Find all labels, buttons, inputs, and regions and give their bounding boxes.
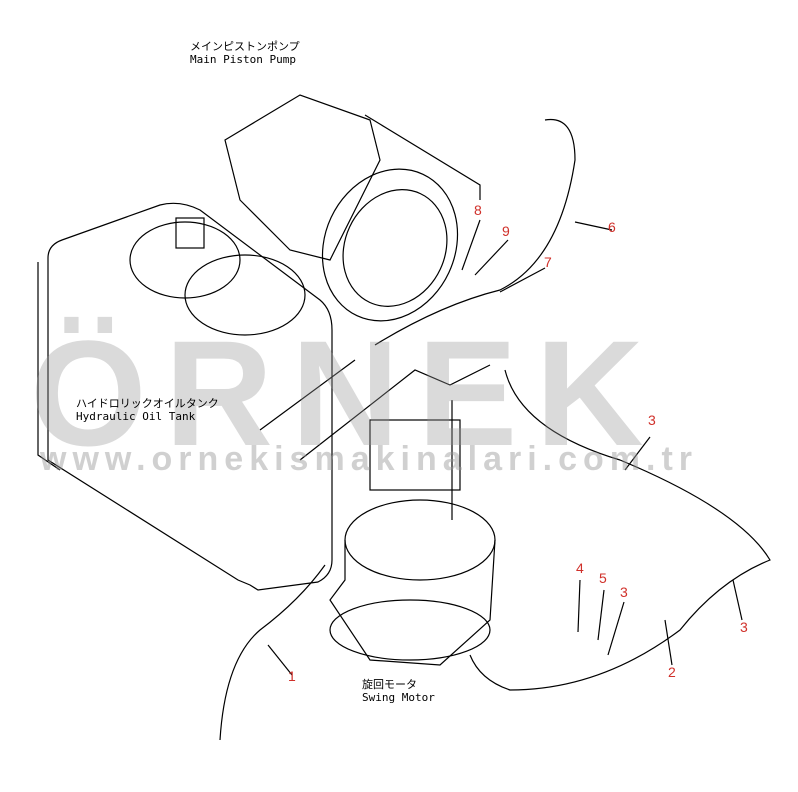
swing-motor bbox=[329, 400, 496, 666]
callout-2: 2 bbox=[668, 664, 676, 680]
callout-8: 8 bbox=[474, 202, 482, 218]
callout-9: 9 bbox=[502, 223, 510, 239]
hose-2 bbox=[469, 369, 771, 691]
hydraulic-oil-tank bbox=[37, 202, 333, 591]
callout-3: 3 bbox=[648, 412, 656, 428]
watermark-url: www.ornekismakinalari.com.tr bbox=[40, 440, 699, 478]
main-piston-pump bbox=[224, 94, 481, 322]
motor-label-en: Swing Motor bbox=[362, 691, 435, 704]
callout-3: 3 bbox=[740, 619, 748, 635]
leader-lines bbox=[259, 219, 743, 676]
motor-label: 旋回モータ Swing Motor bbox=[362, 678, 435, 704]
hose-6 bbox=[374, 118, 576, 346]
motor-label-jp: 旋回モータ bbox=[362, 678, 417, 691]
callout-4: 4 bbox=[576, 560, 584, 576]
pump-label-en: Main Piston Pump bbox=[190, 53, 296, 66]
callout-7: 7 bbox=[544, 254, 552, 270]
pump-label-jp: メインピストンポンプ bbox=[190, 40, 300, 53]
callout-6: 6 bbox=[608, 219, 616, 235]
callout-3: 3 bbox=[620, 584, 628, 600]
hose-1 bbox=[219, 564, 326, 741]
tank-label-en: Hydraulic Oil Tank bbox=[76, 410, 196, 423]
tank-label: ハイドロリックオイルタンク Hydraulic Oil Tank bbox=[76, 397, 219, 423]
pump-label: メインピストンポンプ Main Piston Pump bbox=[190, 40, 300, 66]
watermark-logo: ÖRNEK bbox=[30, 309, 662, 477]
tank-label-jp: ハイドロリックオイルタンク bbox=[76, 397, 219, 410]
callout-1: 1 bbox=[288, 668, 296, 684]
callout-5: 5 bbox=[599, 570, 607, 586]
